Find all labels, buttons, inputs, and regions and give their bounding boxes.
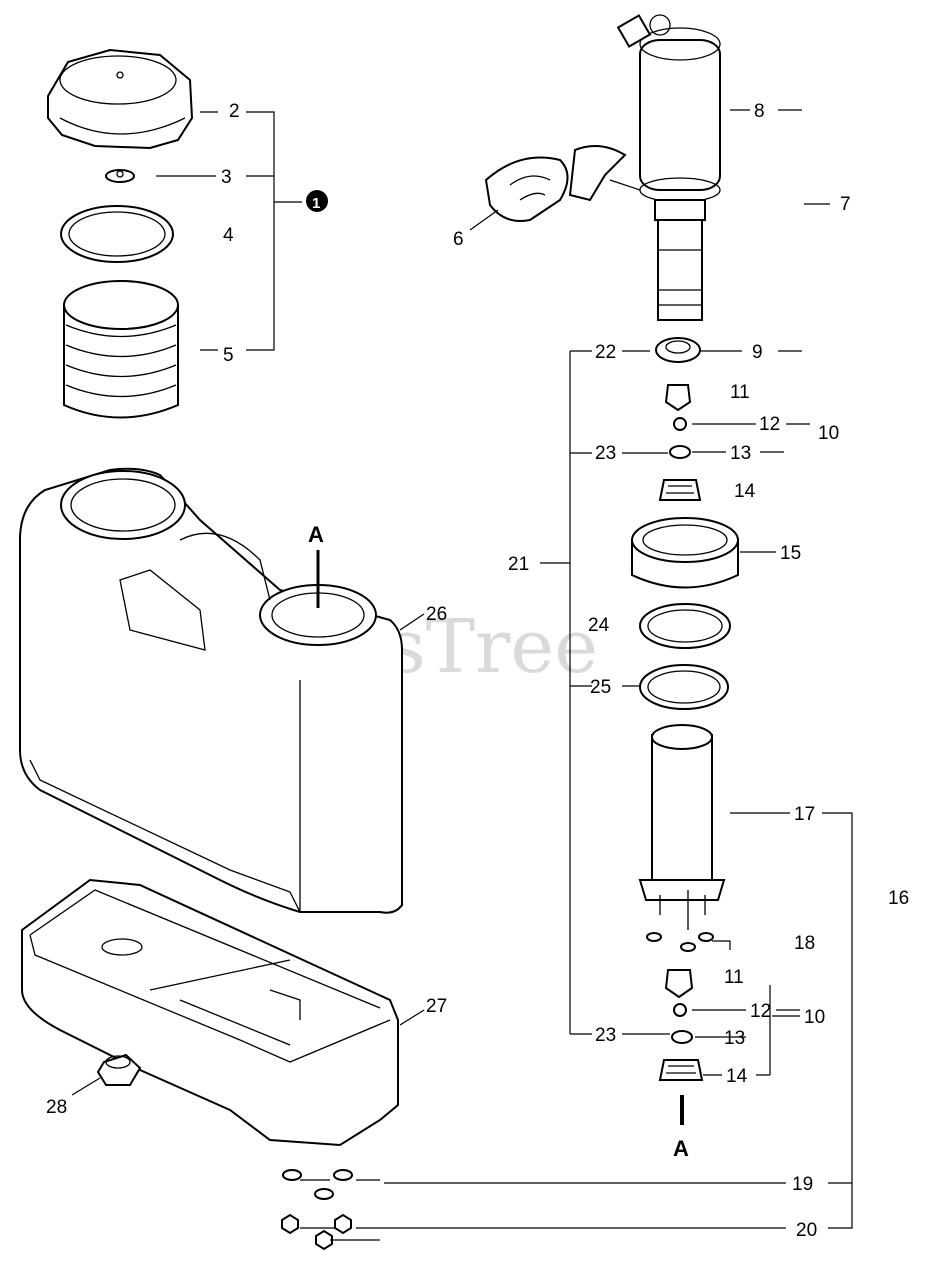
leader-lines: [71, 109, 853, 1241]
label-12-bottom: 12: [750, 1001, 771, 1022]
assembly-callout-circle: [306, 190, 328, 212]
part-ball-lower[interactable]: [673, 1003, 687, 1017]
part-ball-upper[interactable]: [673, 417, 687, 431]
label-2: 2: [229, 101, 240, 122]
part-lower-cylinder[interactable]: [638, 724, 726, 930]
label-8: 8: [754, 101, 765, 122]
part-piston[interactable]: [654, 199, 706, 321]
part-base[interactable]: [21, 878, 399, 1147]
label-ref-a-bottom: A: [673, 1136, 689, 1161]
label-17: 17: [794, 804, 815, 825]
label-5: 5: [223, 345, 234, 366]
label-21: 21: [508, 554, 529, 575]
label-6: 6: [453, 229, 464, 250]
label-10-bottom: 10: [804, 1007, 825, 1028]
part-gasket-24[interactable]: [639, 603, 731, 649]
label-15: 15: [780, 543, 801, 564]
part-foot[interactable]: [96, 1053, 142, 1086]
label-9: 9: [752, 342, 763, 363]
part-tank[interactable]: [19, 467, 403, 914]
part-pump-cylinder[interactable]: [616, 14, 721, 203]
part-oring-upper[interactable]: [669, 445, 691, 459]
cap-assembly: [47, 48, 328, 419]
label-14-top: 14: [734, 481, 756, 502]
part-nuts-20[interactable]: [281, 1213, 352, 1251]
part-oring-lower[interactable]: [671, 1030, 693, 1044]
label-4: 4: [223, 225, 234, 246]
label-12-top: 12: [759, 414, 780, 435]
part-cap-gasket[interactable]: [60, 205, 174, 263]
label-24: 24: [588, 615, 610, 636]
label-13-top: 13: [730, 443, 751, 464]
label-11-top: 11: [730, 382, 750, 403]
label-26: 26: [426, 604, 447, 625]
label-13-bottom: 13: [724, 1028, 745, 1049]
label-25: 25: [590, 677, 611, 698]
part-spring-upper[interactable]: [658, 479, 702, 501]
label-10-top: 10: [818, 423, 839, 444]
part-washers-18[interactable]: [646, 932, 714, 952]
part-strainer[interactable]: [63, 280, 179, 419]
part-seal-9[interactable]: [655, 337, 701, 363]
label-22: 22: [595, 342, 616, 363]
part-valve-housing-upper[interactable]: [664, 384, 692, 412]
label-28: 28: [46, 1097, 67, 1118]
label-16: 16: [888, 888, 909, 909]
label-19: 19: [792, 1174, 813, 1195]
part-gasket-25[interactable]: [639, 664, 729, 710]
label-20: 20: [796, 1220, 817, 1241]
label-27: 27: [426, 996, 447, 1017]
label-ref-a-top: A: [308, 522, 324, 547]
label-14-bottom: 14: [726, 1066, 748, 1087]
part-collar[interactable]: [631, 517, 739, 589]
part-cap-valve[interactable]: [105, 169, 135, 183]
label-7: 7: [840, 194, 851, 215]
label-1: 1: [312, 195, 320, 212]
part-bracket[interactable]: [484, 145, 627, 222]
label-18: 18: [794, 933, 815, 954]
part-spring-lower[interactable]: [658, 1059, 704, 1081]
label-23-top: 23: [595, 443, 616, 464]
part-valve-housing-lower[interactable]: [664, 969, 694, 999]
label-11-bottom: 11: [724, 967, 744, 988]
part-washers-19[interactable]: [282, 1169, 353, 1200]
label-3: 3: [221, 167, 232, 188]
label-23-bottom: 23: [595, 1025, 616, 1046]
part-cap[interactable]: [47, 48, 194, 150]
